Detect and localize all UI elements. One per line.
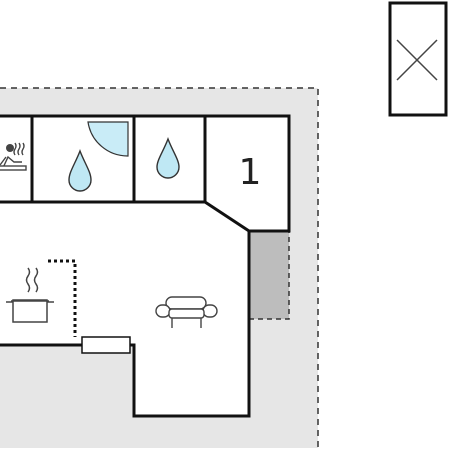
cross-box-icon bbox=[396, 39, 438, 81]
bedroom-label: 1 bbox=[239, 152, 262, 193]
sauna-icon bbox=[0, 142, 27, 171]
shower-tray bbox=[87, 121, 129, 157]
storage-annex bbox=[249, 231, 289, 319]
kitchen-partition bbox=[48, 259, 77, 337]
house-floor bbox=[0, 116, 289, 416]
sofa-icon bbox=[155, 296, 218, 328]
water-drop-icon bbox=[68, 149, 92, 192]
outer-wall bbox=[0, 114, 291, 418]
window-counter bbox=[81, 336, 131, 354]
cooking-pot-icon bbox=[6, 267, 54, 323]
water-drop-icon bbox=[156, 137, 180, 179]
storage-boundary bbox=[249, 231, 290, 320]
wall-bedroom-diagonal bbox=[204, 200, 250, 233]
